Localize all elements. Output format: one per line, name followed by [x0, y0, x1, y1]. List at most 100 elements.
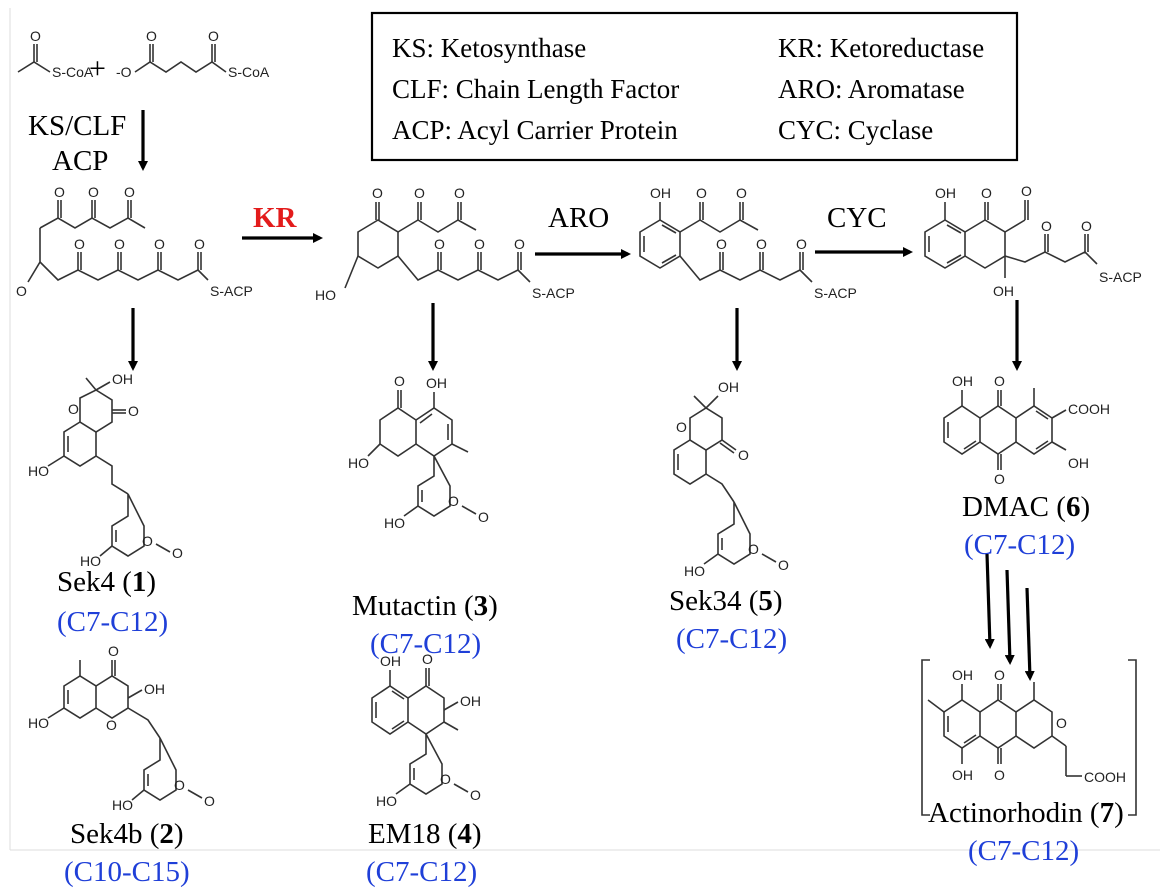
- legend-ks: KS: Ketosynthase: [392, 33, 586, 63]
- em18-oh-top: OH: [380, 653, 401, 669]
- plus-sign: +: [89, 52, 106, 85]
- sek4b-ho-left: HO: [28, 715, 49, 731]
- svg-text:Sek4b (2): Sek4b (2): [70, 818, 184, 850]
- svg-text:O: O: [454, 185, 465, 201]
- starter-units: O S-CoA + -O O O S-CoA: [17, 28, 270, 85]
- legend-aro: ARO: Aromatase: [778, 74, 965, 104]
- product-label-em18: EM18 (4) (C7-C12): [366, 818, 482, 888]
- actino-oh-top: OH: [952, 667, 973, 683]
- svg-text:O: O: [736, 185, 747, 201]
- svg-text:O: O: [696, 185, 707, 201]
- legend-box: [370, 11, 1019, 162]
- sek4b-o-ring: O: [106, 717, 117, 733]
- svg-text:O: O: [756, 236, 767, 252]
- product-label-sek4b: Sek4b (2) (C10-C15): [64, 818, 190, 888]
- step-label-acp: ACP: [52, 145, 108, 177]
- em18-oh-right: OH: [460, 693, 481, 709]
- oh-label-int4b: OH: [993, 283, 1014, 299]
- sek4-region: (C7-C12): [57, 606, 168, 638]
- step-label-ks-clf: KS/CLF: [28, 110, 126, 142]
- dmac-oh-left: OH: [952, 373, 973, 389]
- sek4b-oh: OH: [144, 681, 165, 697]
- arrow-actino-3: [1024, 587, 1035, 681]
- ho-label-int2: HO: [315, 287, 336, 303]
- em18-ketone-o: O: [422, 651, 433, 667]
- svg-text:O: O: [194, 236, 205, 252]
- actino-o-top: O: [994, 667, 1005, 683]
- product-label-actinorhodin: Actinorhodin (7) (C7-C12): [928, 797, 1124, 867]
- em18-lactone-co: O: [470, 787, 481, 803]
- svg-text:Sek4 (1): Sek4 (1): [57, 566, 156, 598]
- product-label-mutactin: Mutactin (3) (C7-C12): [352, 590, 498, 660]
- svg-text:O: O: [88, 184, 99, 200]
- s-acp-label-4: S-ACP: [1099, 269, 1142, 285]
- dmac-o-bottom: O: [994, 471, 1005, 487]
- sek34-o-ring: O: [676, 419, 687, 435]
- em18-structure: OH O OH O O HO: [371, 651, 481, 809]
- svg-text:O: O: [146, 28, 157, 44]
- svg-text:O: O: [981, 185, 992, 201]
- svg-text:O: O: [474, 236, 485, 252]
- product-label-dmac: DMAC (6) (C7-C12): [962, 491, 1090, 561]
- s-acp-label-2: S-ACP: [532, 285, 575, 301]
- actino-oh-bottom: OH: [952, 767, 973, 783]
- svg-text:O: O: [434, 236, 445, 252]
- sek4-oh-top: OH: [112, 371, 133, 387]
- sek34-oh: OH: [718, 379, 739, 395]
- svg-text:DMAC (6): DMAC (6): [962, 491, 1090, 523]
- dmac-oh-right: OH: [1068, 455, 1089, 471]
- sek4-lactone-o: O: [142, 533, 153, 549]
- sek4b-structure: O OH O HO O O HO: [28, 643, 215, 813]
- dmac-structure: OH O O COOH OH: [943, 373, 1110, 487]
- actinorhodin-structure: OH OH O O O COOH: [921, 659, 1137, 816]
- product-label-sek34: Sek34 (5) (C7-C12): [669, 585, 787, 655]
- sek4-ho-bottom: HO: [80, 553, 101, 569]
- sek4b-lactone-o: O: [174, 777, 185, 793]
- sek34-lactone-o: O: [748, 541, 759, 557]
- sek34-lactone-co: O: [778, 557, 789, 573]
- sek4-o-ring: O: [68, 401, 79, 417]
- arrow-actino-1: [984, 553, 995, 649]
- mutactin-lactone-o: O: [448, 493, 459, 509]
- mutactin-structure: O HO OH O O HO: [348, 373, 489, 531]
- oh-label-int4a: OH: [935, 185, 956, 201]
- sek4-structure: OH O O HO O O HO: [28, 371, 183, 569]
- svg-text:O: O: [1041, 218, 1052, 234]
- product-label-sek4: Sek4 (1) (C7-C12): [57, 566, 168, 638]
- dmac-region: (C7-C12): [964, 529, 1075, 561]
- mutactin-region: (C7-C12): [370, 628, 481, 660]
- sek34-ketone-o: O: [738, 447, 749, 463]
- oh-label-int3: OH: [650, 185, 671, 201]
- s-acp-label-3: S-ACP: [814, 285, 857, 301]
- s-acp-label-1: S-ACP: [210, 283, 253, 299]
- legend-cyc: CYC: Cyclase: [778, 115, 933, 145]
- reduced-intermediate: O O O HO O O O S-ACP: [315, 185, 575, 303]
- sek34-region: (C7-C12): [676, 623, 787, 655]
- svg-text:O: O: [124, 184, 135, 200]
- mutactin-lactone-co: O: [478, 509, 489, 525]
- sek34-structure: OH O O O O HO: [673, 379, 789, 579]
- svg-text:O: O: [74, 236, 85, 252]
- svg-text:O: O: [414, 185, 425, 201]
- sek4b-ho-bottom: HO: [112, 797, 133, 813]
- svg-text:O: O: [16, 283, 27, 299]
- actinorhodin-region: (C7-C12): [968, 835, 1079, 867]
- svg-text:O: O: [114, 236, 125, 252]
- dmac-cooh: COOH: [1068, 401, 1110, 417]
- svg-text:Mutactin (3): Mutactin (3): [352, 590, 498, 622]
- svg-text:O: O: [372, 185, 383, 201]
- svg-text:O: O: [1021, 183, 1032, 199]
- step-label-kr: KR: [253, 202, 298, 234]
- svg-text:O: O: [796, 236, 807, 252]
- svg-text:O: O: [514, 236, 525, 252]
- svg-text:O: O: [208, 28, 219, 44]
- sek4-ho-left: HO: [28, 463, 49, 479]
- em18-ho-bottom: HO: [376, 793, 397, 809]
- malonyl-o-label: -O: [116, 64, 132, 80]
- mutactin-ketone-o: O: [394, 373, 405, 389]
- svg-text:Sek34 (5): Sek34 (5): [669, 585, 783, 617]
- malonyl-coa-label: S-CoA: [228, 64, 270, 80]
